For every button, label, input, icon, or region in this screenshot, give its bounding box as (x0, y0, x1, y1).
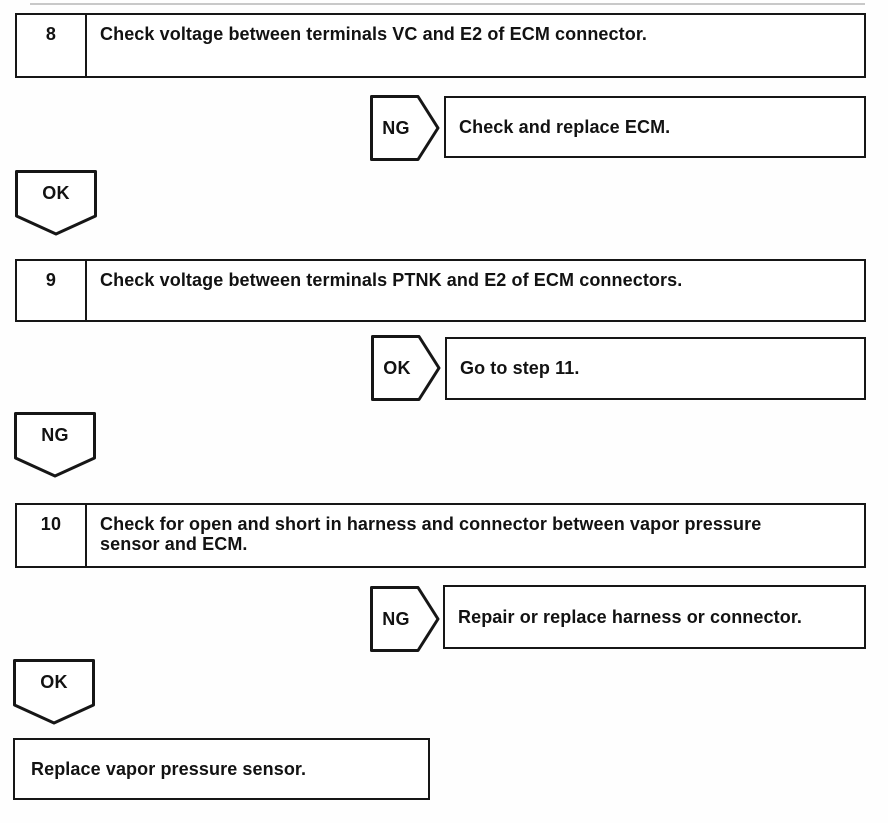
connector-result-label: NG (41, 425, 69, 445)
step-box-9: 9 Check voltage between terminals PTNK a… (15, 259, 866, 322)
down-flag-icon (15, 170, 97, 236)
step-number: 8 (17, 15, 87, 76)
down-flag-icon (13, 659, 95, 725)
connector-result-label: OK (42, 183, 70, 203)
terminal-action-box: Replace vapor pressure sensor. (13, 738, 430, 800)
ok-down-flag: OK (13, 659, 95, 725)
down-flag-icon (14, 412, 96, 478)
branch-action-text: Check and replace ECM. (459, 116, 671, 137)
branch-action-text: Repair or replace harness or connector. (458, 606, 803, 627)
right-pointer-icon (371, 335, 441, 401)
ok-pointer-shape: OK (371, 335, 441, 401)
branch-action-box: Repair or replace harness or connector. (443, 585, 866, 649)
ng-pointer-shape: NG (370, 586, 440, 652)
scan-line-artifact (30, 3, 865, 5)
connector-result-label: OK (40, 672, 68, 692)
ng-down-flag: NG (14, 412, 96, 478)
step-number: 9 (17, 261, 87, 320)
step-box-10: 10 Check for open and short in harness a… (15, 503, 866, 568)
step-instruction: Check voltage between terminals PTNK and… (100, 270, 683, 290)
step-box-8: 8 Check voltage between terminals VC and… (15, 13, 866, 78)
branch-result-label: OK (383, 357, 411, 378)
step-instruction: Check voltage between terminals VC and E… (100, 24, 648, 44)
branch-action-box: Go to step 11. (445, 337, 866, 400)
branch-action-box: Check and replace ECM. (444, 96, 866, 158)
branch-result-label: NG (382, 117, 410, 138)
right-pointer-icon (370, 95, 440, 161)
step-number: 10 (17, 505, 87, 566)
ok-down-flag: OK (15, 170, 97, 236)
branch-result-label: NG (382, 608, 410, 629)
step-instruction: Check for open and short in harness and … (100, 514, 762, 554)
right-pointer-icon (370, 586, 440, 652)
terminal-action-text: Replace vapor pressure sensor. (31, 758, 307, 779)
branch-action-text: Go to step 11. (460, 358, 580, 378)
ng-pointer-shape: NG (370, 95, 440, 161)
